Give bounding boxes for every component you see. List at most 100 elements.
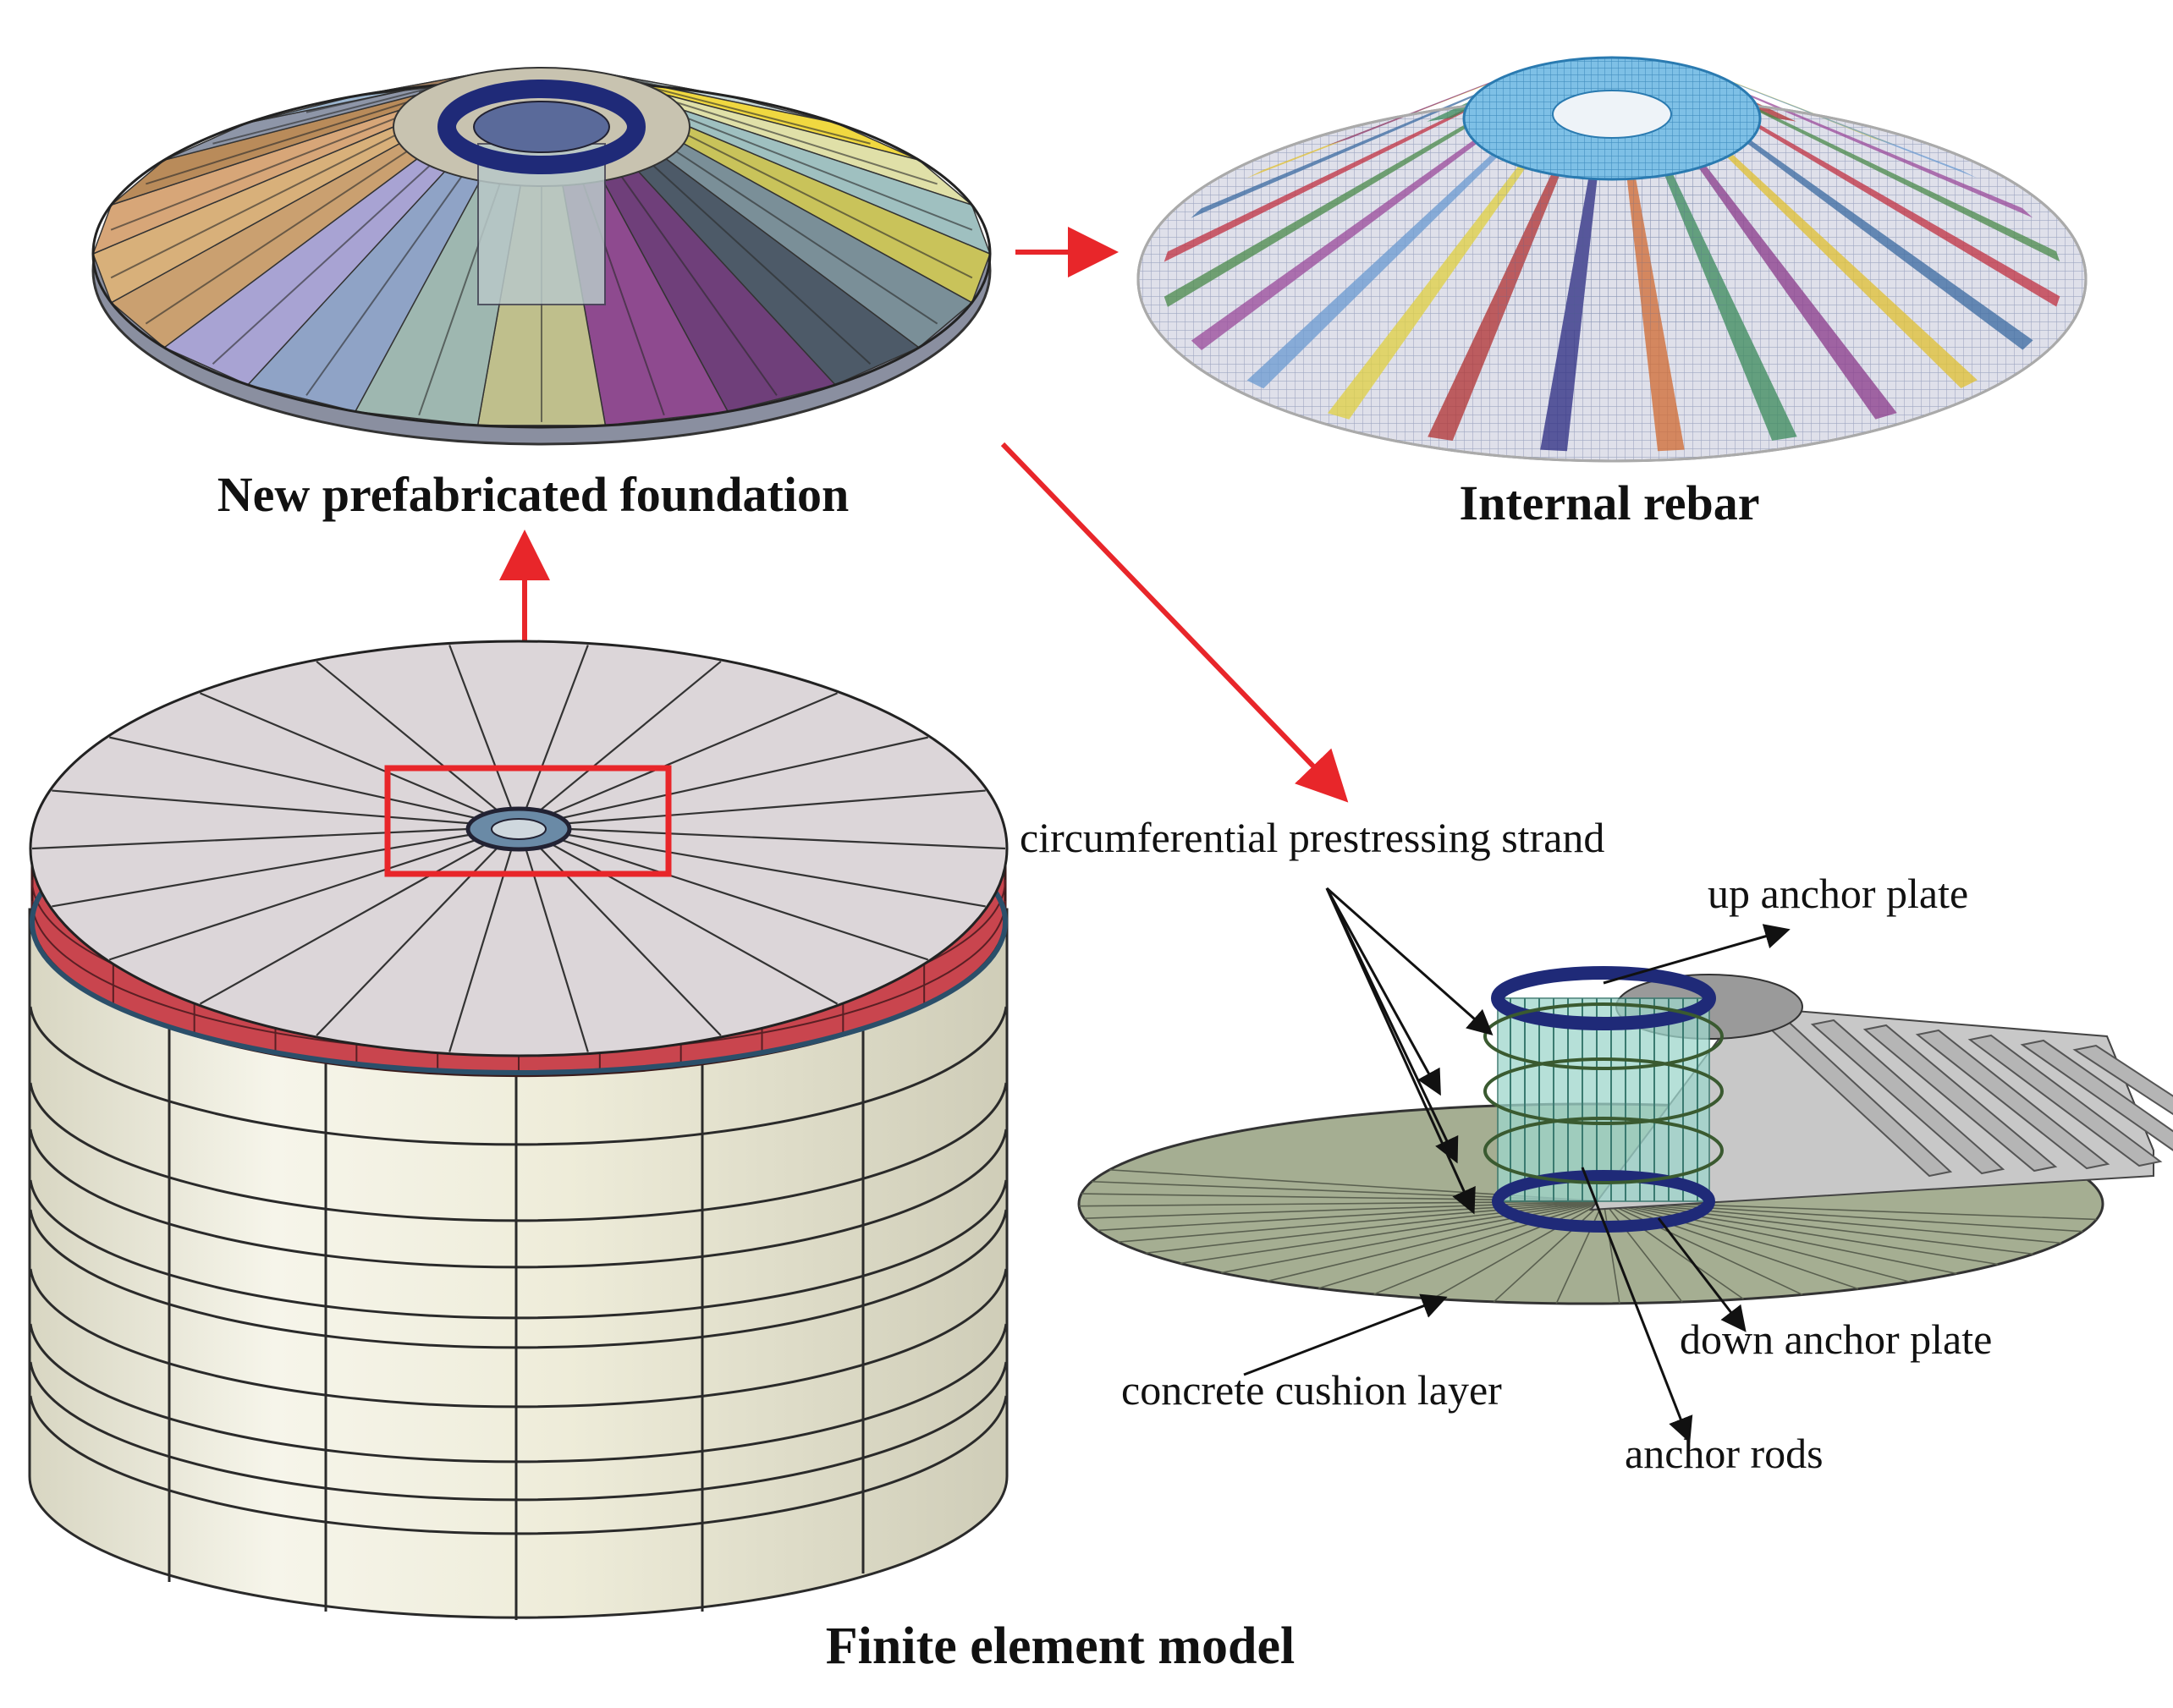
- top-spoke-line: [561, 838, 929, 961]
- cylinder-ring-line: [29, 1179, 1008, 1320]
- arrow-to-detail: [1000, 442, 1349, 803]
- rebar-stripe: [1191, 93, 1477, 218]
- rebar-stripe: [1758, 108, 2060, 262]
- fem-caption: Finite element model: [826, 1617, 1295, 1675]
- cushion-line: [1603, 1200, 1620, 1304]
- foundation-rib: [675, 101, 938, 185]
- anchor-ring-icon: [437, 80, 646, 174]
- top-spoke-line: [569, 827, 1006, 850]
- cushion-line: [1603, 1200, 1911, 1283]
- label-cushion-layer: concrete cushion layer: [1121, 1366, 1502, 1414]
- label-down-anchor-plate: down anchor plate: [1680, 1315, 1992, 1363]
- top-spoke-line: [52, 789, 470, 825]
- cushion-line: [1603, 1200, 2033, 1255]
- cushion-line: [1603, 1200, 1999, 1266]
- top-spoke-line: [539, 661, 722, 812]
- cushion-line: [1084, 1200, 1604, 1219]
- foundation-rib: [110, 135, 396, 279]
- cylinder-ring-line: [29, 1006, 1008, 1146]
- prefabricated-foundation-model: [91, 67, 992, 446]
- label-up-anchor-plate: up anchor plate: [1708, 870, 1968, 917]
- rebar-stripe: [1191, 140, 1477, 350]
- top-spoke-line: [525, 645, 589, 810]
- top-spoke-line: [448, 645, 513, 810]
- foundation-rib: [620, 176, 778, 396]
- cushion-line: [1603, 1200, 1957, 1275]
- cushion-line: [1555, 1200, 1604, 1304]
- cylinder-ring-line: [29, 1361, 1008, 1502]
- foundation-rib: [687, 135, 973, 279]
- cylinder-ring-line: [29, 1209, 1008, 1349]
- foundation-rib: [1810, 1019, 2005, 1175]
- foundation-rib: [212, 87, 430, 145]
- top-spoke-line: [316, 661, 498, 812]
- internal-rebar-model: [1136, 56, 2088, 463]
- rebar-stripe: [1698, 165, 1897, 420]
- foundation-rib: [110, 118, 396, 231]
- rebar-stripe: [1747, 140, 2033, 350]
- cushion-line: [1603, 1200, 2083, 1233]
- rebar-stripe: [1246, 154, 1498, 389]
- foundation-rib: [653, 87, 871, 145]
- cylinder-ring-line: [29, 1082, 1008, 1222]
- cushion-line: [1493, 1200, 1604, 1303]
- finite-element-model: [28, 640, 1009, 1620]
- label-anchor-rods: anchor rods: [1625, 1430, 1824, 1477]
- cylinder-ring-line: [29, 1395, 1008, 1535]
- anchorage-detail-model: [1077, 966, 2173, 1305]
- foundation-rib: [146, 101, 408, 185]
- cushion-line: [1603, 1200, 2062, 1244]
- label-prestressing-strand: circumferential prestressing strand: [1020, 814, 1604, 861]
- cushion-line: [1117, 1200, 1604, 1243]
- foundation-rib: [687, 118, 973, 231]
- foundation-rib: [2072, 1044, 2173, 1116]
- foundation-rib: [1915, 1029, 2110, 1170]
- cushion-line: [1097, 1200, 1604, 1232]
- cushion-line: [1603, 1200, 1859, 1290]
- rebar-stripe: [1327, 165, 1526, 420]
- rebar-caption: Internal rebar: [1460, 475, 1760, 530]
- foundation-rib: [145, 151, 408, 325]
- cushion-line: [1318, 1200, 1604, 1289]
- top-spoke-line: [448, 849, 513, 1052]
- cushion-line: [1432, 1200, 1604, 1299]
- rebar-stripe: [1758, 124, 2060, 307]
- top-spoke-line: [551, 692, 838, 815]
- top-spoke-line: [567, 789, 986, 825]
- top-spoke-line: [525, 849, 589, 1052]
- top-spoke-line: [52, 833, 470, 908]
- rebar-stripe: [1327, 69, 1526, 146]
- highlight-box: [384, 765, 672, 877]
- cushion-line: [1373, 1200, 1604, 1295]
- foundation-rib: [1967, 1034, 2163, 1167]
- top-spoke-line: [316, 847, 498, 1036]
- rebar-stripe: [1164, 108, 1466, 262]
- rebar-stripe: [1747, 93, 2033, 218]
- top-spoke-line: [539, 847, 722, 1036]
- cushion-line: [1180, 1200, 1604, 1265]
- foundation-rib: [675, 151, 938, 325]
- rebar-stripe: [1726, 154, 1978, 389]
- foundation-rib: [212, 165, 431, 365]
- cylinder-ring-line: [29, 1129, 1008, 1269]
- foundation-rib: [2020, 1039, 2173, 1151]
- cushion-line: [1603, 1200, 1744, 1300]
- top-spoke-line: [31, 827, 469, 850]
- top-spoke-line: [567, 833, 986, 908]
- foundation-rib: [652, 165, 872, 365]
- cushion-line: [1267, 1200, 1604, 1282]
- cushion-line: [1603, 1200, 1803, 1296]
- top-spoke-line: [200, 692, 487, 815]
- top-spoke-line: [109, 736, 476, 820]
- top-spoke-line: [108, 838, 476, 961]
- cushion-line: [1145, 1200, 1604, 1255]
- foundation-rib: [1862, 1024, 2058, 1173]
- rebar-stripe: [1164, 124, 1466, 307]
- cylinder-ring-line: [29, 1268, 1008, 1409]
- cushion-line: [1603, 1200, 1683, 1303]
- foundation-rib: [305, 176, 463, 396]
- foundation-caption: New prefabricated foundation: [217, 467, 849, 522]
- top-spoke-line: [561, 736, 928, 820]
- cushion-line: [1220, 1200, 1604, 1274]
